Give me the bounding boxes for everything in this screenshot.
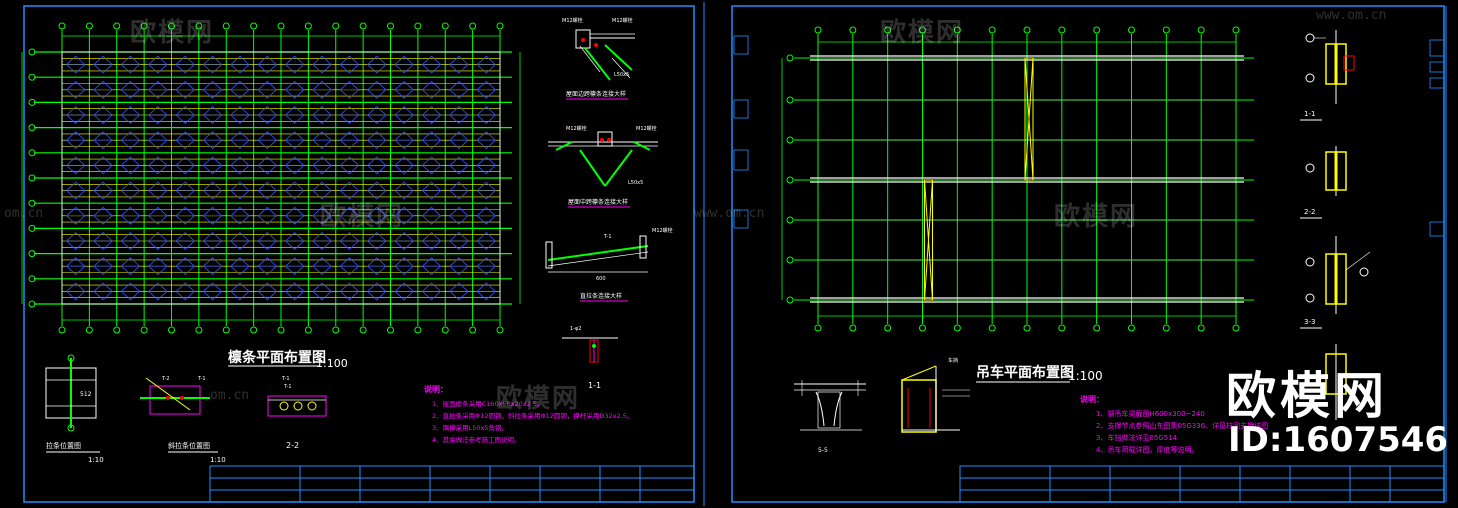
left-note-2: 2、直拉条采用Φ12圆钢，斜拉条采用Φ12圆钢，撑杆采用D32x2.5。 — [432, 411, 633, 420]
svg-text:T-2: T-2 — [161, 376, 170, 382]
watermark-brand-bottom-left: 欧模网 — [496, 384, 581, 414]
svg-text:T-1: T-1 — [283, 384, 292, 390]
watermark-site-bottom: om.cn — [210, 388, 250, 403]
section-4-partial — [1325, 344, 1347, 420]
right-note-4: 4、吊车荷载详图，厚度等说明。 — [1096, 445, 1198, 454]
section-5-5-detail — [794, 380, 866, 431]
svg-text:600: 600 — [596, 276, 606, 282]
section-3-3-column — [1305, 236, 1371, 314]
section-5-5-label: 5-5 — [818, 447, 828, 454]
left-note-4: 4、其余做法参考施工图说明。 — [432, 435, 521, 444]
svg-text:M12螺栓: M12螺栓 — [652, 227, 673, 234]
svg-text:1-φ2: 1-φ2 — [570, 326, 581, 332]
watermark-site-mid: www.om.cn — [694, 206, 765, 221]
right-note-3: 3、车挡做法详见05G514 — [1096, 433, 1178, 442]
left-sheet: 檩条平面布置图 1:100 M12螺栓 M12螺栓 L50x5 屋面边跨檩条连接… — [21, 2, 705, 506]
left-title-block — [209, 465, 695, 503]
section-1-1-title: 1-1 — [588, 381, 601, 390]
section-1-1-column — [1305, 30, 1355, 104]
section-1-1-label: 1-1 — [1304, 110, 1315, 118]
diag-tie-position-detail: T-2 T-1 — [140, 376, 210, 415]
svg-text:M12螺栓: M12螺栓 — [636, 125, 657, 132]
svg-text:M12螺栓: M12螺栓 — [566, 125, 587, 132]
svg-text:M12螺栓: M12螺栓 — [562, 17, 583, 24]
diag-tie-position-title: 斜拉条位置图 — [168, 441, 210, 450]
section-1-1-detail: 1-φ2 — [562, 326, 618, 363]
tie-position-scale: 1:10 — [88, 456, 104, 464]
brand-id-text: ID:1607546 — [1228, 420, 1449, 460]
right-note-2: 2、支撑节点参照山东图集05G336、详见柱间支撑详图 — [1096, 421, 1268, 430]
svg-text:512: 512 — [80, 391, 92, 398]
svg-text:M12螺栓: M12螺栓 — [612, 17, 633, 24]
watermark-brand-top-left: 欧模网 — [130, 18, 215, 48]
svg-text:L50x5: L50x5 — [614, 72, 629, 78]
crane-stop-detail: 车挡 — [901, 357, 970, 433]
tie-rod-detail-title: 直拉条连接大样 — [580, 292, 622, 300]
svg-text:车挡: 车挡 — [948, 357, 958, 364]
svg-text:L50x5: L50x5 — [628, 180, 643, 186]
svg-text:T-1: T-1 — [197, 376, 206, 382]
watermark-brand-mid-right: 欧模网 — [1054, 202, 1139, 232]
mid-purlin-detail-title: 屋面中跨檩条连接大样 — [568, 198, 628, 206]
crane-plan — [781, 26, 1254, 332]
right-title-block — [959, 465, 1445, 503]
diag-tie-position-scale: 1:10 — [210, 456, 226, 464]
mid-purlin-detail: M12螺栓 M12螺栓 L50x5 — [548, 125, 658, 187]
tie-position-detail: 512 — [45, 354, 97, 432]
left-notes-heading: 说明： — [424, 384, 448, 394]
section-2-2-column — [1305, 146, 1347, 196]
edge-purlin-detail: M12螺栓 M12螺栓 L50x5 — [562, 17, 635, 81]
section-2-2-detail: T-1 T-1 — [267, 376, 327, 417]
brand-logo-text: 欧模网 — [1226, 367, 1388, 425]
right-notes-heading: 说明： — [1080, 394, 1104, 404]
watermark-brand-mid-left: 欧模网 — [320, 202, 405, 232]
section-2-2-label: 2-2 — [1304, 208, 1315, 216]
watermark-brand-top-right: 欧模网 — [880, 18, 965, 48]
tie-position-title: 拉条位置图 — [46, 441, 81, 450]
crane-plan-scale: 1:100 — [1068, 369, 1103, 383]
watermark-site-top: www.om.cn — [1316, 8, 1387, 23]
svg-text:T-1: T-1 — [281, 376, 290, 382]
section-3-3-label: 3-3 — [1304, 318, 1315, 326]
purlin-plan — [21, 22, 521, 334]
watermark-site-left: om.cn — [4, 206, 44, 221]
left-note-1: 1、屋面檩条采用C160x60x20x2.5。 — [432, 399, 544, 408]
edge-purlin-detail-title: 屋面边跨檩条连接大样 — [566, 90, 626, 98]
purlin-plan-scale: 1:100 — [316, 357, 348, 370]
section-2-2-title: 2-2 — [286, 441, 299, 450]
crane-plan-title: 吊车平面布置图 — [976, 364, 1074, 381]
svg-text:T-1: T-1 — [603, 234, 612, 240]
right-sheet: 吊车平面布置图 1:100 1-1 2-2 — [731, 5, 1447, 503]
right-note-1: 1、钢吊车梁截面H600x300~240 — [1096, 409, 1205, 418]
purlin-plan-title: 檩条平面布置图 — [228, 349, 326, 366]
left-note-3: 3、隅撑采用L50x5角钢。 — [432, 423, 508, 432]
tie-rod-detail: T-1 M12螺栓 600 — [545, 227, 673, 282]
